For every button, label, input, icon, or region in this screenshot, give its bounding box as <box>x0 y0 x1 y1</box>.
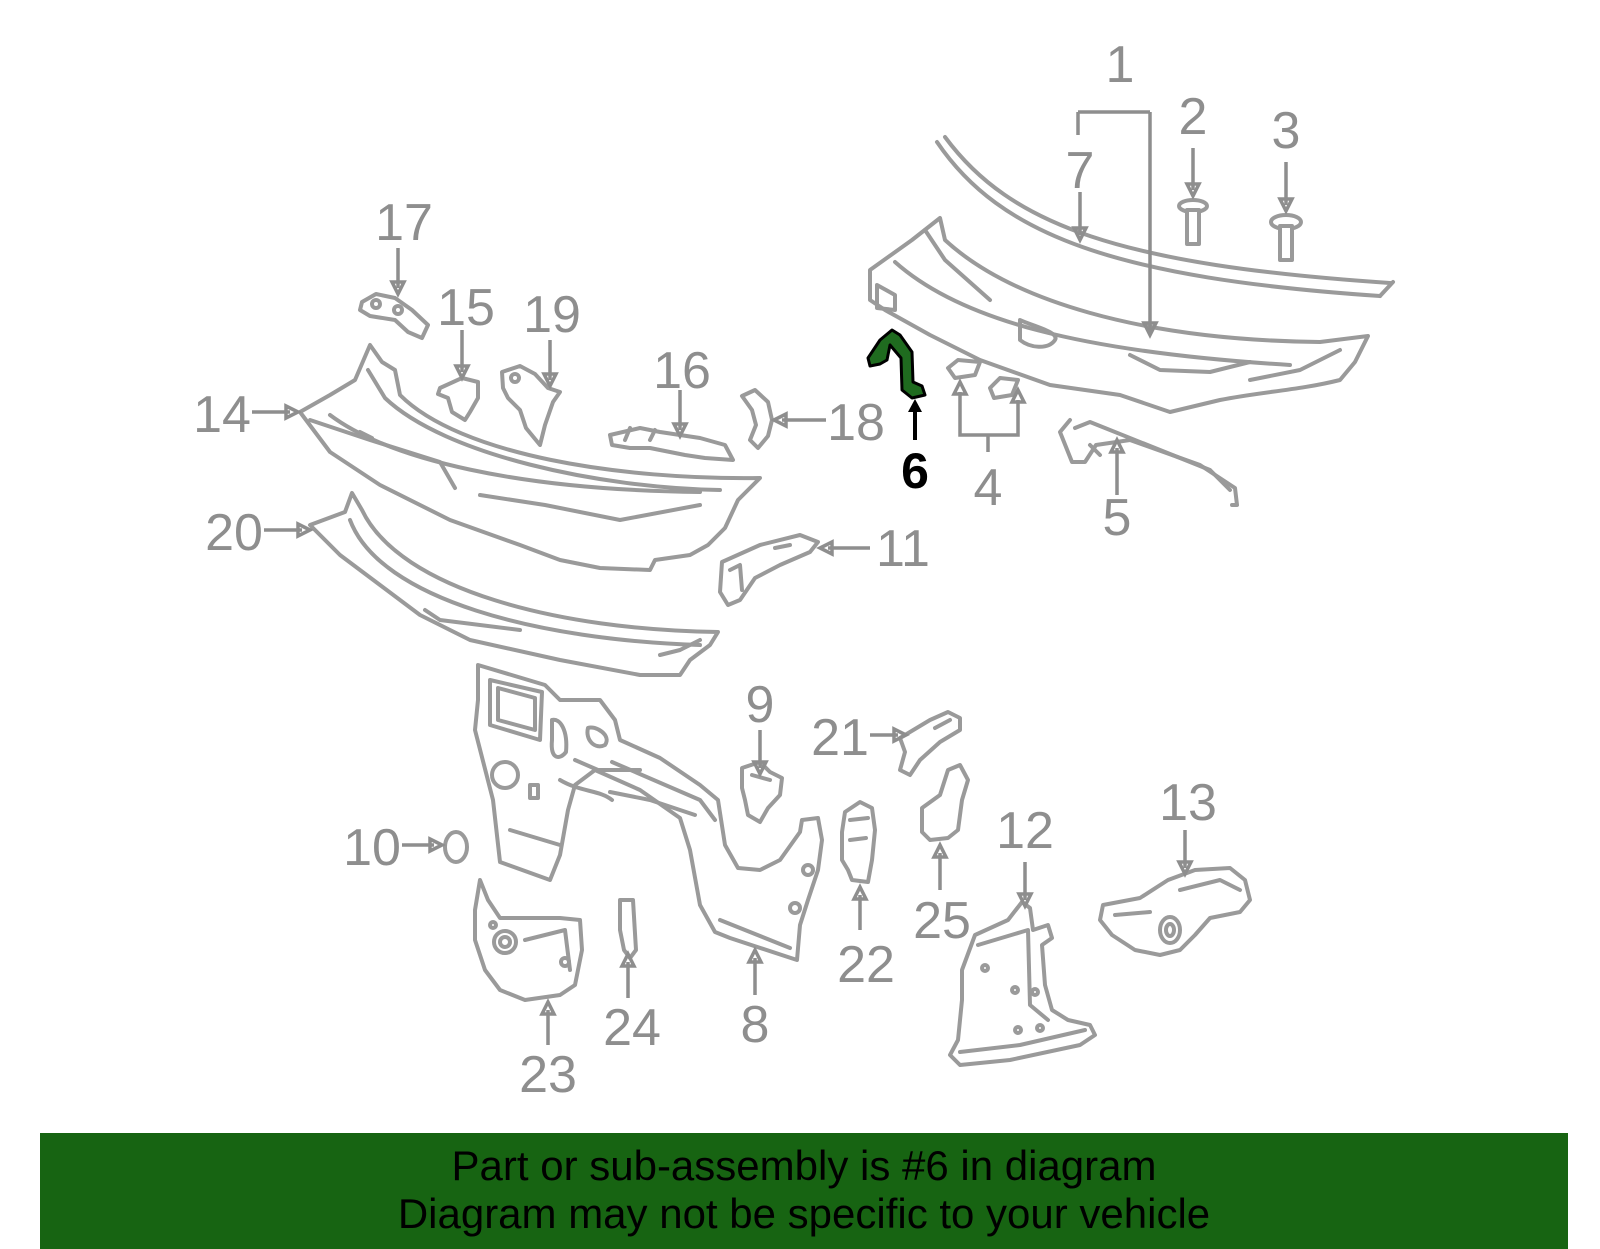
part-4-clips <box>946 358 1020 400</box>
callout-3: 3 <box>1272 102 1301 160</box>
part-5-seal <box>1058 418 1239 507</box>
callout-11: 11 <box>876 520 930 578</box>
part-22-bracket <box>840 800 877 884</box>
part-25-bracket <box>920 763 970 842</box>
callout-15: 15 <box>437 279 495 337</box>
banner-line-part-number: Part or sub-assembly is #6 in diagram <box>451 1142 1157 1189</box>
callout-7: 7 <box>1066 142 1095 200</box>
callout-4: 4 <box>974 459 1003 517</box>
callout-17: 17 <box>375 194 433 252</box>
part-3-clip <box>1269 213 1303 262</box>
callout-1: 1 <box>1106 36 1135 94</box>
part-24-strip <box>618 898 638 960</box>
callout-14: 14 <box>193 386 251 444</box>
leader-lines <box>252 110 1295 1045</box>
part-6-bracket-highlighted <box>866 328 927 400</box>
part-23-bracket <box>473 878 584 1002</box>
part-7-molding <box>935 135 1395 298</box>
part-15-bracket <box>436 376 480 422</box>
callout-9: 9 <box>746 676 775 734</box>
info-banner: Part or sub-assembly is #6 in diagram Di… <box>40 1133 1568 1249</box>
part-13-mount <box>1098 866 1252 957</box>
callout-12: 12 <box>996 802 1054 860</box>
part-19-bracket <box>500 364 562 447</box>
callout-13: 13 <box>1159 774 1217 832</box>
part-21-bracket <box>898 710 962 777</box>
banner-line-disclaimer: Diagram may not be specific to your vehi… <box>397 1190 1211 1237</box>
callout-labels: 1 2 3 4 5 6 7 8 9 10 11 12 13 14 15 16 1… <box>193 36 1300 1104</box>
part-20-cowl-lower <box>308 491 720 677</box>
part-11-reinforcement <box>718 533 820 607</box>
part-1-cowl-panel <box>868 216 1370 414</box>
part-12-side-panel <box>948 900 1097 1067</box>
part-16-strip <box>608 426 735 462</box>
callout-25: 25 <box>913 892 971 950</box>
callout-10: 10 <box>343 819 401 877</box>
callout-22: 22 <box>837 936 895 994</box>
callout-21: 21 <box>811 709 869 767</box>
callout-2: 2 <box>1179 88 1208 146</box>
part-10-grommet <box>443 830 469 864</box>
part-8-dash-panel <box>473 663 824 962</box>
callout-6: 6 <box>901 443 929 499</box>
callout-23: 23 <box>519 1046 577 1104</box>
callout-18: 18 <box>827 394 885 452</box>
callout-16: 16 <box>653 342 711 400</box>
callout-19: 19 <box>523 286 581 344</box>
callout-20: 20 <box>205 504 263 562</box>
part-18-bracket <box>740 388 774 450</box>
callout-5: 5 <box>1103 489 1132 547</box>
part-17-bracket <box>358 292 430 340</box>
part-2-clip <box>1177 198 1209 246</box>
callout-24: 24 <box>603 999 661 1057</box>
callout-8: 8 <box>741 996 770 1054</box>
part-9-bracket <box>740 760 784 824</box>
part-14-cowl-panel <box>298 343 762 572</box>
